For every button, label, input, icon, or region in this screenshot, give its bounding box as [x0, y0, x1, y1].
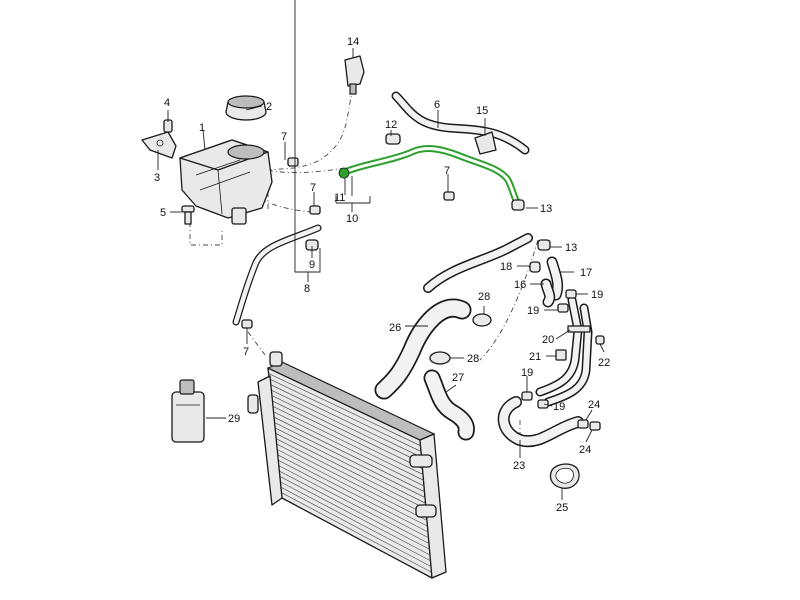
highlighted-hose-10 — [338, 145, 522, 208]
bolt-lower — [181, 205, 195, 225]
callout-12: 12 — [385, 119, 397, 131]
radiator-fin — [273, 421, 426, 498]
callout-9: 9 — [309, 259, 315, 271]
callout-4: 4 — [164, 97, 170, 109]
callout-1: 1 — [199, 122, 205, 134]
radiator-fin — [279, 476, 431, 556]
callout-24-b: 24 — [579, 444, 591, 456]
radiator-fin — [278, 470, 430, 550]
radiator-fin — [276, 443, 428, 521]
callout-17: 17 — [580, 267, 592, 279]
callout-26: 26 — [389, 322, 401, 334]
callout-21: 21 — [529, 351, 541, 363]
callout-16: 16 — [514, 279, 526, 291]
callout-18: 18 — [500, 261, 512, 273]
callout-15: 15 — [476, 105, 488, 117]
radiator-fin — [269, 383, 422, 458]
callout-22: 22 — [598, 357, 610, 369]
radiator-fin — [273, 416, 425, 493]
callout-19-a: 19 — [591, 289, 603, 301]
tank-cap — [225, 95, 267, 121]
coolant-bottle — [171, 379, 205, 443]
callout-28-b: 28 — [467, 353, 479, 365]
radiator-fin — [270, 394, 423, 470]
radiator-fin — [271, 400, 424, 475]
radiator-fin — [269, 378, 422, 452]
callout-7-b: 7 — [310, 182, 316, 194]
callout-7-d: 7 — [243, 346, 249, 358]
callout-20: 20 — [542, 334, 554, 346]
radiator — [247, 351, 447, 579]
radiator-fin — [272, 411, 425, 487]
callout-10: 10 — [346, 213, 358, 225]
radiator-fin — [278, 465, 430, 544]
radiator-fin — [277, 454, 429, 533]
fittings — [241, 55, 605, 489]
callout-13-b: 13 — [565, 242, 577, 254]
callout-29: 29 — [228, 413, 240, 425]
hoses — [232, 91, 593, 448]
leader-lines — [157, 0, 605, 500]
callout-3: 3 — [154, 172, 160, 184]
callout-23: 23 — [513, 460, 525, 472]
callout-11: 11 — [334, 192, 345, 204]
callout-19-b: 19 — [527, 305, 539, 317]
callout-24-a: 24 — [588, 399, 600, 411]
callout-7-c: 7 — [444, 165, 450, 177]
callout-7-a: 7 — [281, 131, 287, 143]
radiator-fin — [275, 438, 427, 516]
radiator-fin — [277, 459, 429, 539]
callout-5: 5 — [160, 207, 166, 219]
callout-25: 25 — [556, 502, 568, 514]
callout-2: 2 — [266, 101, 272, 113]
callouts: 1 2 3 4 5 6 7 7 7 7 8 9 10 11 12 13 13 1… — [154, 36, 610, 514]
radiator-fin — [268, 373, 421, 447]
tank-bracket — [141, 131, 177, 159]
callout-19-c: 19 — [521, 367, 533, 379]
callout-13-a: 13 — [540, 203, 552, 215]
callout-28-a: 28 — [478, 291, 490, 303]
radiator-fin — [280, 481, 431, 562]
radiator-fin — [276, 448, 428, 527]
callout-6: 6 — [434, 99, 440, 111]
radiator-fin — [271, 405, 424, 481]
radiator-fin — [274, 427, 426, 504]
expansion-tank — [179, 139, 273, 225]
callout-14: 14 — [347, 36, 359, 48]
radiator-fin — [280, 486, 432, 567]
radiator-fin — [281, 492, 432, 573]
callout-27: 27 — [452, 372, 464, 384]
callout-19-d: 19 — [553, 401, 565, 413]
callout-8: 8 — [304, 283, 310, 295]
radiator-fin — [270, 389, 423, 464]
radiator-fin — [274, 432, 427, 510]
